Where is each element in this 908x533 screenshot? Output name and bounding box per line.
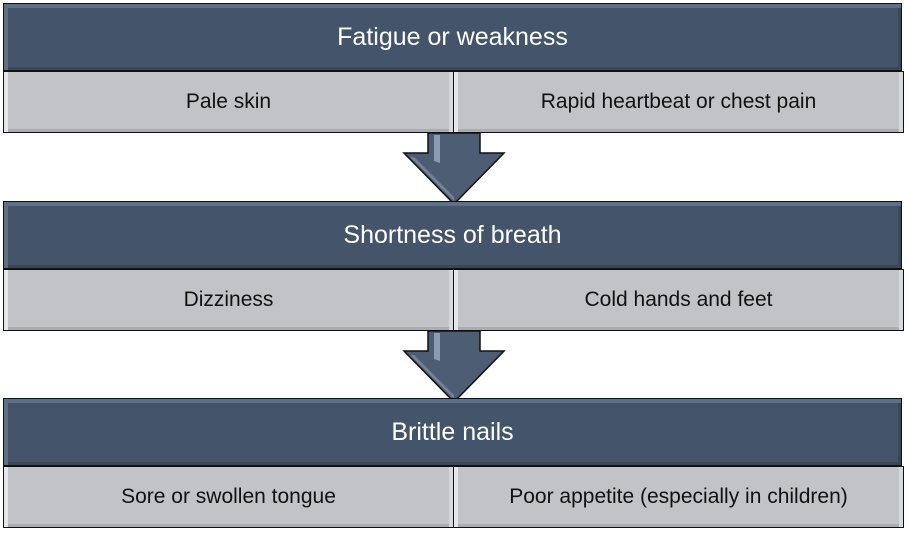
down-arrow-icon — [402, 133, 506, 205]
step-1-header: Fatigue or weakness — [3, 3, 902, 71]
step-2-right: Cold hands and feet — [453, 269, 904, 331]
step-3-header: Brittle nails — [3, 398, 902, 466]
step-3-right: Poor appetite (especially in children) — [453, 466, 904, 528]
down-arrow-icon — [402, 331, 506, 403]
step-1-left: Pale skin — [3, 71, 454, 133]
step-2-header: Shortness of breath — [3, 201, 902, 269]
step-2-left: Dizziness — [3, 269, 454, 331]
step-3-left: Sore or swollen tongue — [3, 466, 454, 528]
step-1-right: Rapid heartbeat or chest pain — [453, 71, 904, 133]
